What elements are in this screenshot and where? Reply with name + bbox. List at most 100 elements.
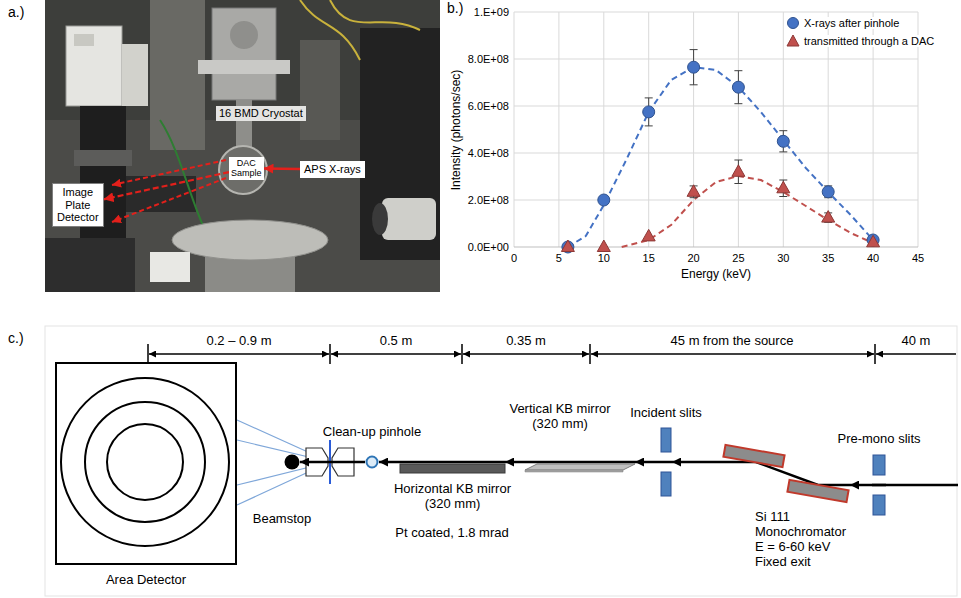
component-label: Vertical KB mirror (320 mm) [500, 402, 620, 432]
tick-label: 0 [511, 252, 517, 265]
tick-label: 1.E+09 [474, 6, 509, 19]
beam-arrow [300, 461, 365, 464]
component-label: Beamstop [253, 512, 312, 527]
dimension-label: 0.5 m [380, 334, 413, 349]
tick-label: 45 [912, 252, 924, 265]
crystal [787, 480, 848, 502]
beam-line [872, 484, 886, 487]
dimension-line [463, 353, 589, 354]
photo-ground [45, 0, 440, 292]
error-bar [645, 50, 833, 198]
axis-title: Intensity (photons/sec) [450, 70, 464, 191]
beamline-schematic [45, 326, 958, 596]
legend-marker [786, 34, 800, 48]
beam-pipe [300, 40, 340, 140]
data-point [867, 234, 879, 246]
sample-holder [219, 146, 267, 194]
component-label: Area Detector [106, 573, 186, 588]
cryostat-port [230, 21, 258, 49]
tick-label: 10 [598, 252, 610, 265]
legend-text: transmitted through a DAC [802, 35, 936, 48]
label-box: Image Plate Detector [52, 183, 104, 227]
beam-arrow [379, 461, 400, 464]
photo-label: DAC Sample [231, 158, 262, 179]
component-label: Clean-up pinhole [323, 425, 421, 440]
beam-arrow [505, 461, 525, 464]
beam-arrow [850, 484, 872, 487]
slit-blade [873, 455, 885, 475]
data-point [822, 211, 835, 223]
cryostat-flange [198, 60, 290, 74]
photo-label: APS X-rays [304, 163, 361, 176]
mirror-body [400, 464, 505, 473]
power-box [66, 26, 122, 106]
component-label: Pre-mono slits [837, 432, 920, 447]
dimension-line [149, 353, 329, 354]
mirror-side [525, 470, 623, 472]
mirror-body [525, 464, 635, 470]
component-icon [705, 428, 850, 505]
component-icon [660, 428, 672, 496]
diffraction-arrow [112, 178, 226, 222]
data-point [561, 240, 574, 252]
axis-title: Energy (keV) [681, 268, 751, 282]
label-box: DAC Sample [229, 157, 264, 180]
slits: Incident slits [660, 428, 672, 496]
monochromator: Si 111 Monochromator E = 6-60 keV Fixed … [705, 428, 850, 505]
tick-label: 15 [643, 252, 655, 265]
photo-label: 16 BMD Cryostat [219, 107, 303, 120]
legend-text: X-rays after pinhole [802, 17, 901, 30]
component-icon [284, 454, 300, 470]
area-detector-housing [45, 238, 135, 292]
dimension-label: 45 m from the source [671, 334, 794, 349]
legend-marker-shape [787, 35, 799, 46]
kb-mirror: Vertical KB mirror (320 mm) [525, 452, 635, 472]
panel-frame [45, 326, 957, 596]
data-point [867, 235, 880, 247]
photo [45, 0, 440, 292]
dimension-label: 40 m [902, 334, 931, 349]
data-point [562, 241, 574, 253]
data-point [732, 81, 744, 93]
dimension-line [876, 353, 956, 354]
cryostat-body [212, 8, 276, 100]
beam-arrow [635, 461, 660, 464]
detector-frame [56, 363, 236, 564]
data-point [642, 229, 655, 241]
cable [330, 0, 420, 30]
dimension-line [331, 353, 461, 354]
note: Pt coated, 1.8 mrad [395, 526, 508, 541]
fit-curve [622, 176, 873, 247]
tick-label: 25 [732, 252, 744, 265]
diffraction-ring [107, 424, 183, 500]
panel-letter: a.) [8, 4, 24, 20]
component-label: Si 111 Monochromator E = 6-60 keV Fixed … [755, 510, 855, 570]
detector-ring [74, 150, 132, 166]
beamstop: Beamstop [284, 454, 300, 470]
dimension-label: 0.35 m [506, 334, 546, 349]
crystal [723, 445, 784, 467]
stage-plate [172, 220, 328, 260]
beam-line [400, 461, 505, 464]
legend-marker-shape [788, 18, 799, 29]
diffraction-arrow [112, 160, 226, 185]
legend-marker [786, 16, 800, 30]
photo-label: Image Plate Detector [57, 186, 99, 224]
diffraction-ring [61, 378, 229, 546]
fit-curve [568, 67, 873, 247]
dimension-label: 0.2 – 0.9 m [206, 334, 271, 349]
component-icon [872, 455, 886, 515]
beam-arrow [672, 461, 705, 464]
tick-label: 6.0E+08 [468, 100, 509, 113]
component-label: Incident slits [630, 406, 702, 421]
tick-label: 0.0E+00 [468, 241, 509, 254]
tick-label: 4.0E+08 [468, 147, 509, 160]
cable [160, 120, 206, 232]
data-point [688, 61, 700, 73]
data-point [777, 135, 789, 147]
component-icon [55, 362, 237, 565]
camera-body [382, 198, 436, 240]
area-detector: Area Detector [55, 362, 237, 565]
tick-label: 2.0E+08 [468, 194, 509, 207]
